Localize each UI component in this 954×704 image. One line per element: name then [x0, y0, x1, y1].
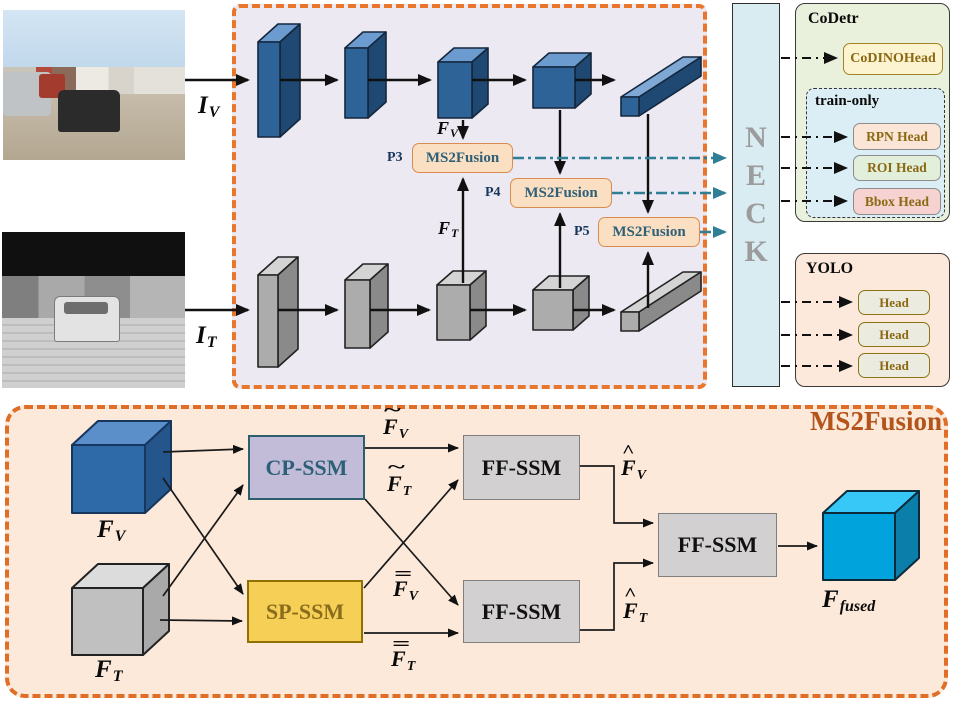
thermal-image	[2, 232, 185, 388]
ft-cube-label: FT	[95, 656, 123, 685]
ms2fusion-block-p5: MS2Fusion	[598, 217, 700, 247]
roi-head-box: ROI Head	[853, 155, 941, 181]
ms2fusion-block-p3: MS2Fusion	[412, 143, 513, 173]
fv-doublebar-label: =FV	[393, 564, 419, 604]
ft-hat-label: ^FT	[623, 584, 648, 626]
p3-tag: P3	[387, 150, 403, 165]
car-window	[64, 302, 108, 314]
neck-letter: K	[744, 235, 768, 268]
cp-ssm-box: CP-SSM	[248, 435, 365, 500]
ms2fusion-block-p4: MS2Fusion	[510, 178, 612, 208]
fv-cube-label: FV	[97, 516, 126, 545]
backbone-panel	[232, 4, 707, 389]
ff-ssm-box-final: FF-SSM	[658, 513, 777, 577]
ff-ssm-box-bottom: FF-SSM	[463, 580, 580, 643]
yolo-head-box: Head	[858, 290, 930, 315]
ff-ssm-box-top: FF-SSM	[463, 435, 580, 500]
rpn-head-box: RPN Head	[853, 123, 941, 150]
yolo-head-box: Head	[858, 322, 930, 347]
it-label: IT	[196, 322, 217, 351]
sp-ssm-box: SP-SSM	[247, 580, 363, 643]
fv-tilde-label: ~FV	[383, 400, 409, 442]
fv-hat-label: ^FV	[621, 441, 647, 483]
car-silhouette	[58, 90, 120, 132]
yolo-head-box: Head	[858, 353, 930, 378]
visible-rgb-image	[3, 10, 185, 160]
ms2fusion-panel-title: MS2Fusion	[809, 406, 942, 436]
neck-letter: E	[745, 159, 766, 192]
yolo-title: YOLO	[806, 260, 854, 277]
codino-head-box: CoDINOHead	[843, 43, 943, 75]
codetr-title: CoDetr	[808, 10, 859, 27]
ft-tilde-label: ~FT	[387, 457, 412, 499]
neck-letter: C	[745, 197, 767, 230]
photo-sky	[2, 232, 185, 276]
photo-sky	[3, 10, 185, 73]
bbox-head-box: Bbox Head	[853, 188, 941, 215]
p4-tag: P4	[485, 185, 501, 200]
neck-block: N E C K	[732, 3, 780, 387]
p5-tag: P5	[574, 224, 590, 239]
ft-backbone-label: FT	[438, 218, 459, 240]
neck-letter: N	[745, 121, 767, 154]
ffused-label: Ffused	[822, 586, 876, 615]
iv-label: IV	[198, 92, 220, 121]
ft-doublebar-label: =FT	[391, 634, 416, 674]
fv-backbone-label: FV	[437, 118, 459, 140]
train-only-title: train-only	[815, 93, 880, 109]
